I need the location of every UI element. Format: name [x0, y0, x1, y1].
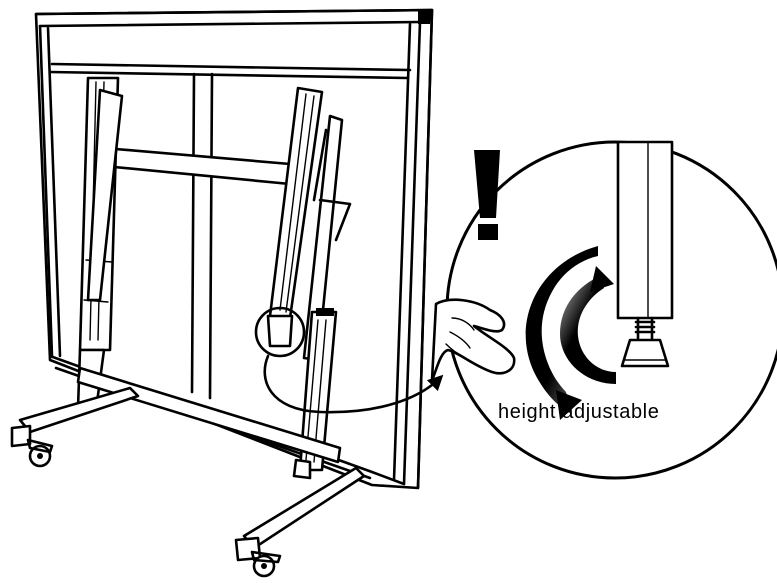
curved-pointer-arrow-icon — [263, 354, 444, 414]
detail-highlight-circle — [254, 306, 306, 358]
exclamation-mark-icon — [474, 150, 500, 240]
left-leg-brace — [86, 88, 124, 302]
right-leg-inner — [279, 93, 315, 313]
corner-block — [418, 10, 432, 24]
table-top-rail — [34, 8, 434, 80]
highlight-leg-tip — [266, 314, 294, 348]
left-base — [10, 386, 140, 468]
center-post — [190, 72, 214, 400]
callout-label: height adjustable — [498, 401, 659, 423]
right-leg-latch — [312, 128, 352, 242]
magnified-callout: height adjustable — [430, 140, 777, 480]
right-leg-lower-inner — [305, 319, 327, 463]
table-left-edge — [38, 24, 62, 358]
table-half — [10, 8, 434, 578]
right-base — [234, 458, 366, 578]
rotation-arrows-icon — [525, 246, 616, 420]
latch-block — [316, 308, 334, 316]
bottom-beam — [76, 366, 342, 464]
callout-leg-tube — [616, 140, 674, 320]
callout-leveling-foot — [620, 338, 670, 368]
callout-leveling-screw — [634, 316, 656, 340]
hand-icon — [430, 298, 516, 382]
